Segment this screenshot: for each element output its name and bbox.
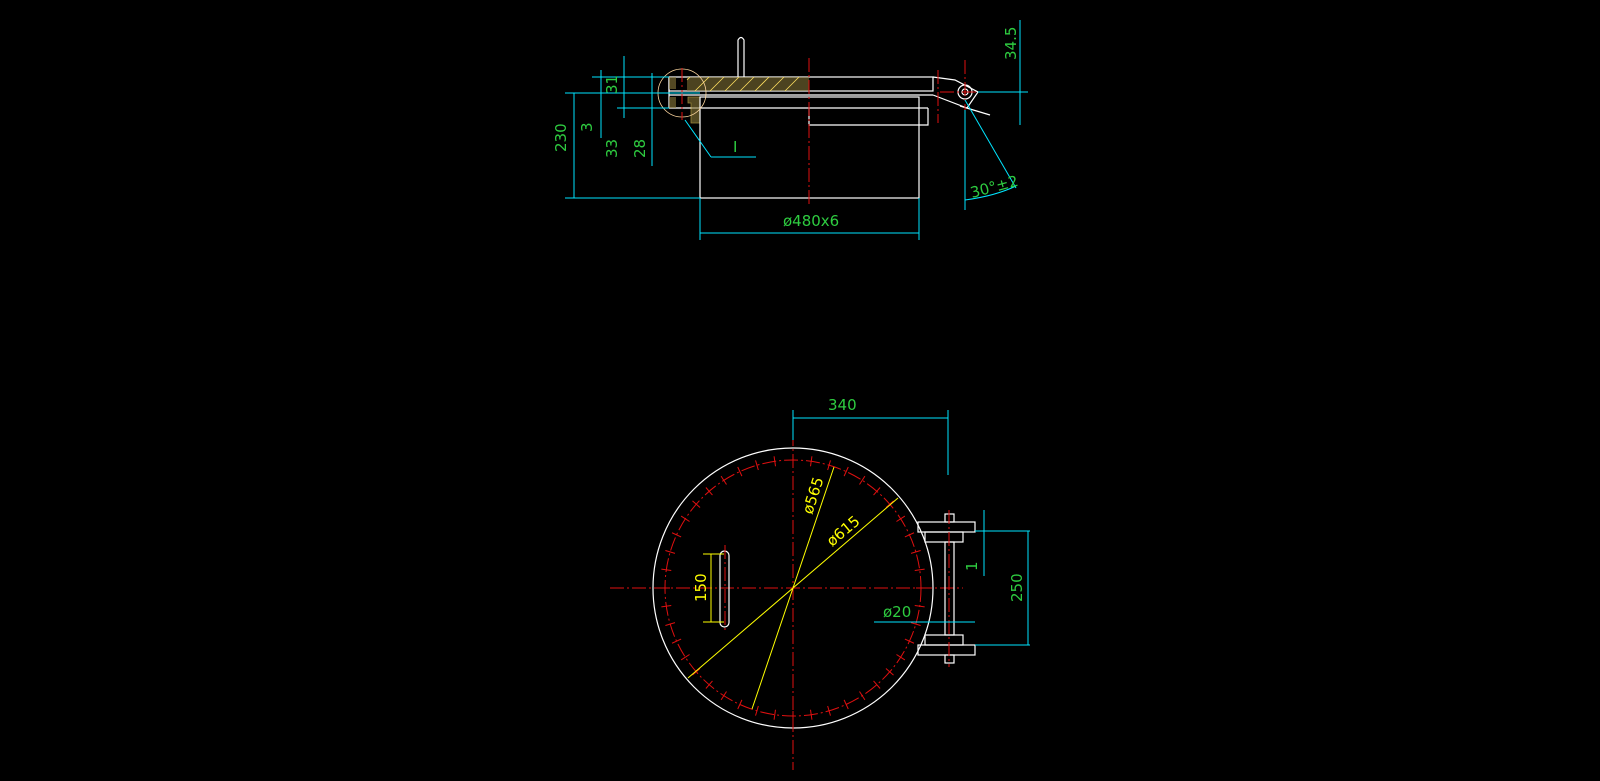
bolt-tick <box>665 622 676 626</box>
bolt-tick <box>773 456 776 467</box>
bolt-tick <box>671 638 682 644</box>
bolt-tick <box>755 460 759 471</box>
bolt-tick <box>859 691 866 701</box>
bolt-tick <box>873 680 881 689</box>
centerlines <box>681 58 990 205</box>
hinge-plan <box>917 510 976 667</box>
bolt-tick <box>755 705 759 716</box>
hatched-section <box>687 77 809 91</box>
bolt-tick <box>737 466 743 477</box>
dim-340: 340 <box>828 396 857 414</box>
bolt-tick <box>914 568 925 571</box>
handle-slot <box>703 545 730 632</box>
bolt-tick <box>827 705 831 716</box>
bolt-tick <box>680 515 690 522</box>
dimension-texts: 230 3 31 33 28 I ø480x6 34.5 30°±2 <box>552 27 1020 230</box>
side-view: 230 3 31 33 28 I ø480x6 34.5 30°±2 <box>552 20 1028 240</box>
dim-33: 33 <box>603 139 621 158</box>
dim-31: 31 <box>603 75 621 94</box>
bolt-tick <box>720 475 727 485</box>
bolt-tick <box>904 638 915 644</box>
bolt-tick <box>843 699 849 710</box>
bolt-tick <box>773 709 776 720</box>
hinge <box>932 76 991 116</box>
bolt-tick <box>904 532 915 538</box>
bolt-tick <box>896 654 906 661</box>
bolt-tick <box>885 668 894 676</box>
handle <box>737 36 745 77</box>
dim-diameter: ø480x6 <box>783 212 839 230</box>
bolt-tick <box>705 487 713 496</box>
dim-3: 3 <box>578 122 596 132</box>
flange <box>668 76 934 124</box>
dimensions <box>565 20 1028 240</box>
dim-150: 150 <box>692 573 710 602</box>
detail-label: I <box>733 138 737 156</box>
bolt-tick <box>859 475 866 485</box>
bolt-tick <box>737 699 743 710</box>
diameter-leaders <box>687 466 899 710</box>
bolt-tick <box>896 515 906 522</box>
bolt-tick <box>910 550 921 554</box>
dim-28: 28 <box>631 139 649 158</box>
bolt-tick <box>873 487 881 496</box>
dim-1: 1 <box>963 561 981 571</box>
bolt-tick <box>661 605 672 608</box>
bolt-tick <box>705 680 713 689</box>
dim-angle: 30°±2 <box>968 172 1020 202</box>
dim-34-5: 34.5 <box>1002 27 1020 60</box>
bolt-tick <box>671 532 682 538</box>
dimensions <box>792 410 1030 646</box>
bolt-tick <box>810 456 813 467</box>
dim-230: 230 <box>552 123 570 152</box>
bolt-tick <box>827 460 831 471</box>
bolt-tick <box>665 550 676 554</box>
top-view: 340 ø565 ø615 150 ø20 1 250 <box>610 396 1030 770</box>
bolt-tick <box>720 691 727 701</box>
bolt-tick <box>843 466 849 477</box>
bolt-tick <box>810 709 813 720</box>
dim-20: ø20 <box>883 603 911 621</box>
bolt-tick <box>910 622 921 626</box>
bolt-tick <box>692 500 701 508</box>
bolt-tick <box>680 654 690 661</box>
dimension-texts: 340 ø565 ø615 150 ø20 1 250 <box>692 396 1026 621</box>
bolt-tick <box>914 605 925 608</box>
dim-565: ø565 <box>799 475 828 517</box>
bolt-tick <box>661 568 672 571</box>
bolt-tick <box>885 500 894 508</box>
bolt-tick <box>692 668 701 676</box>
dim-250: 250 <box>1008 573 1026 602</box>
